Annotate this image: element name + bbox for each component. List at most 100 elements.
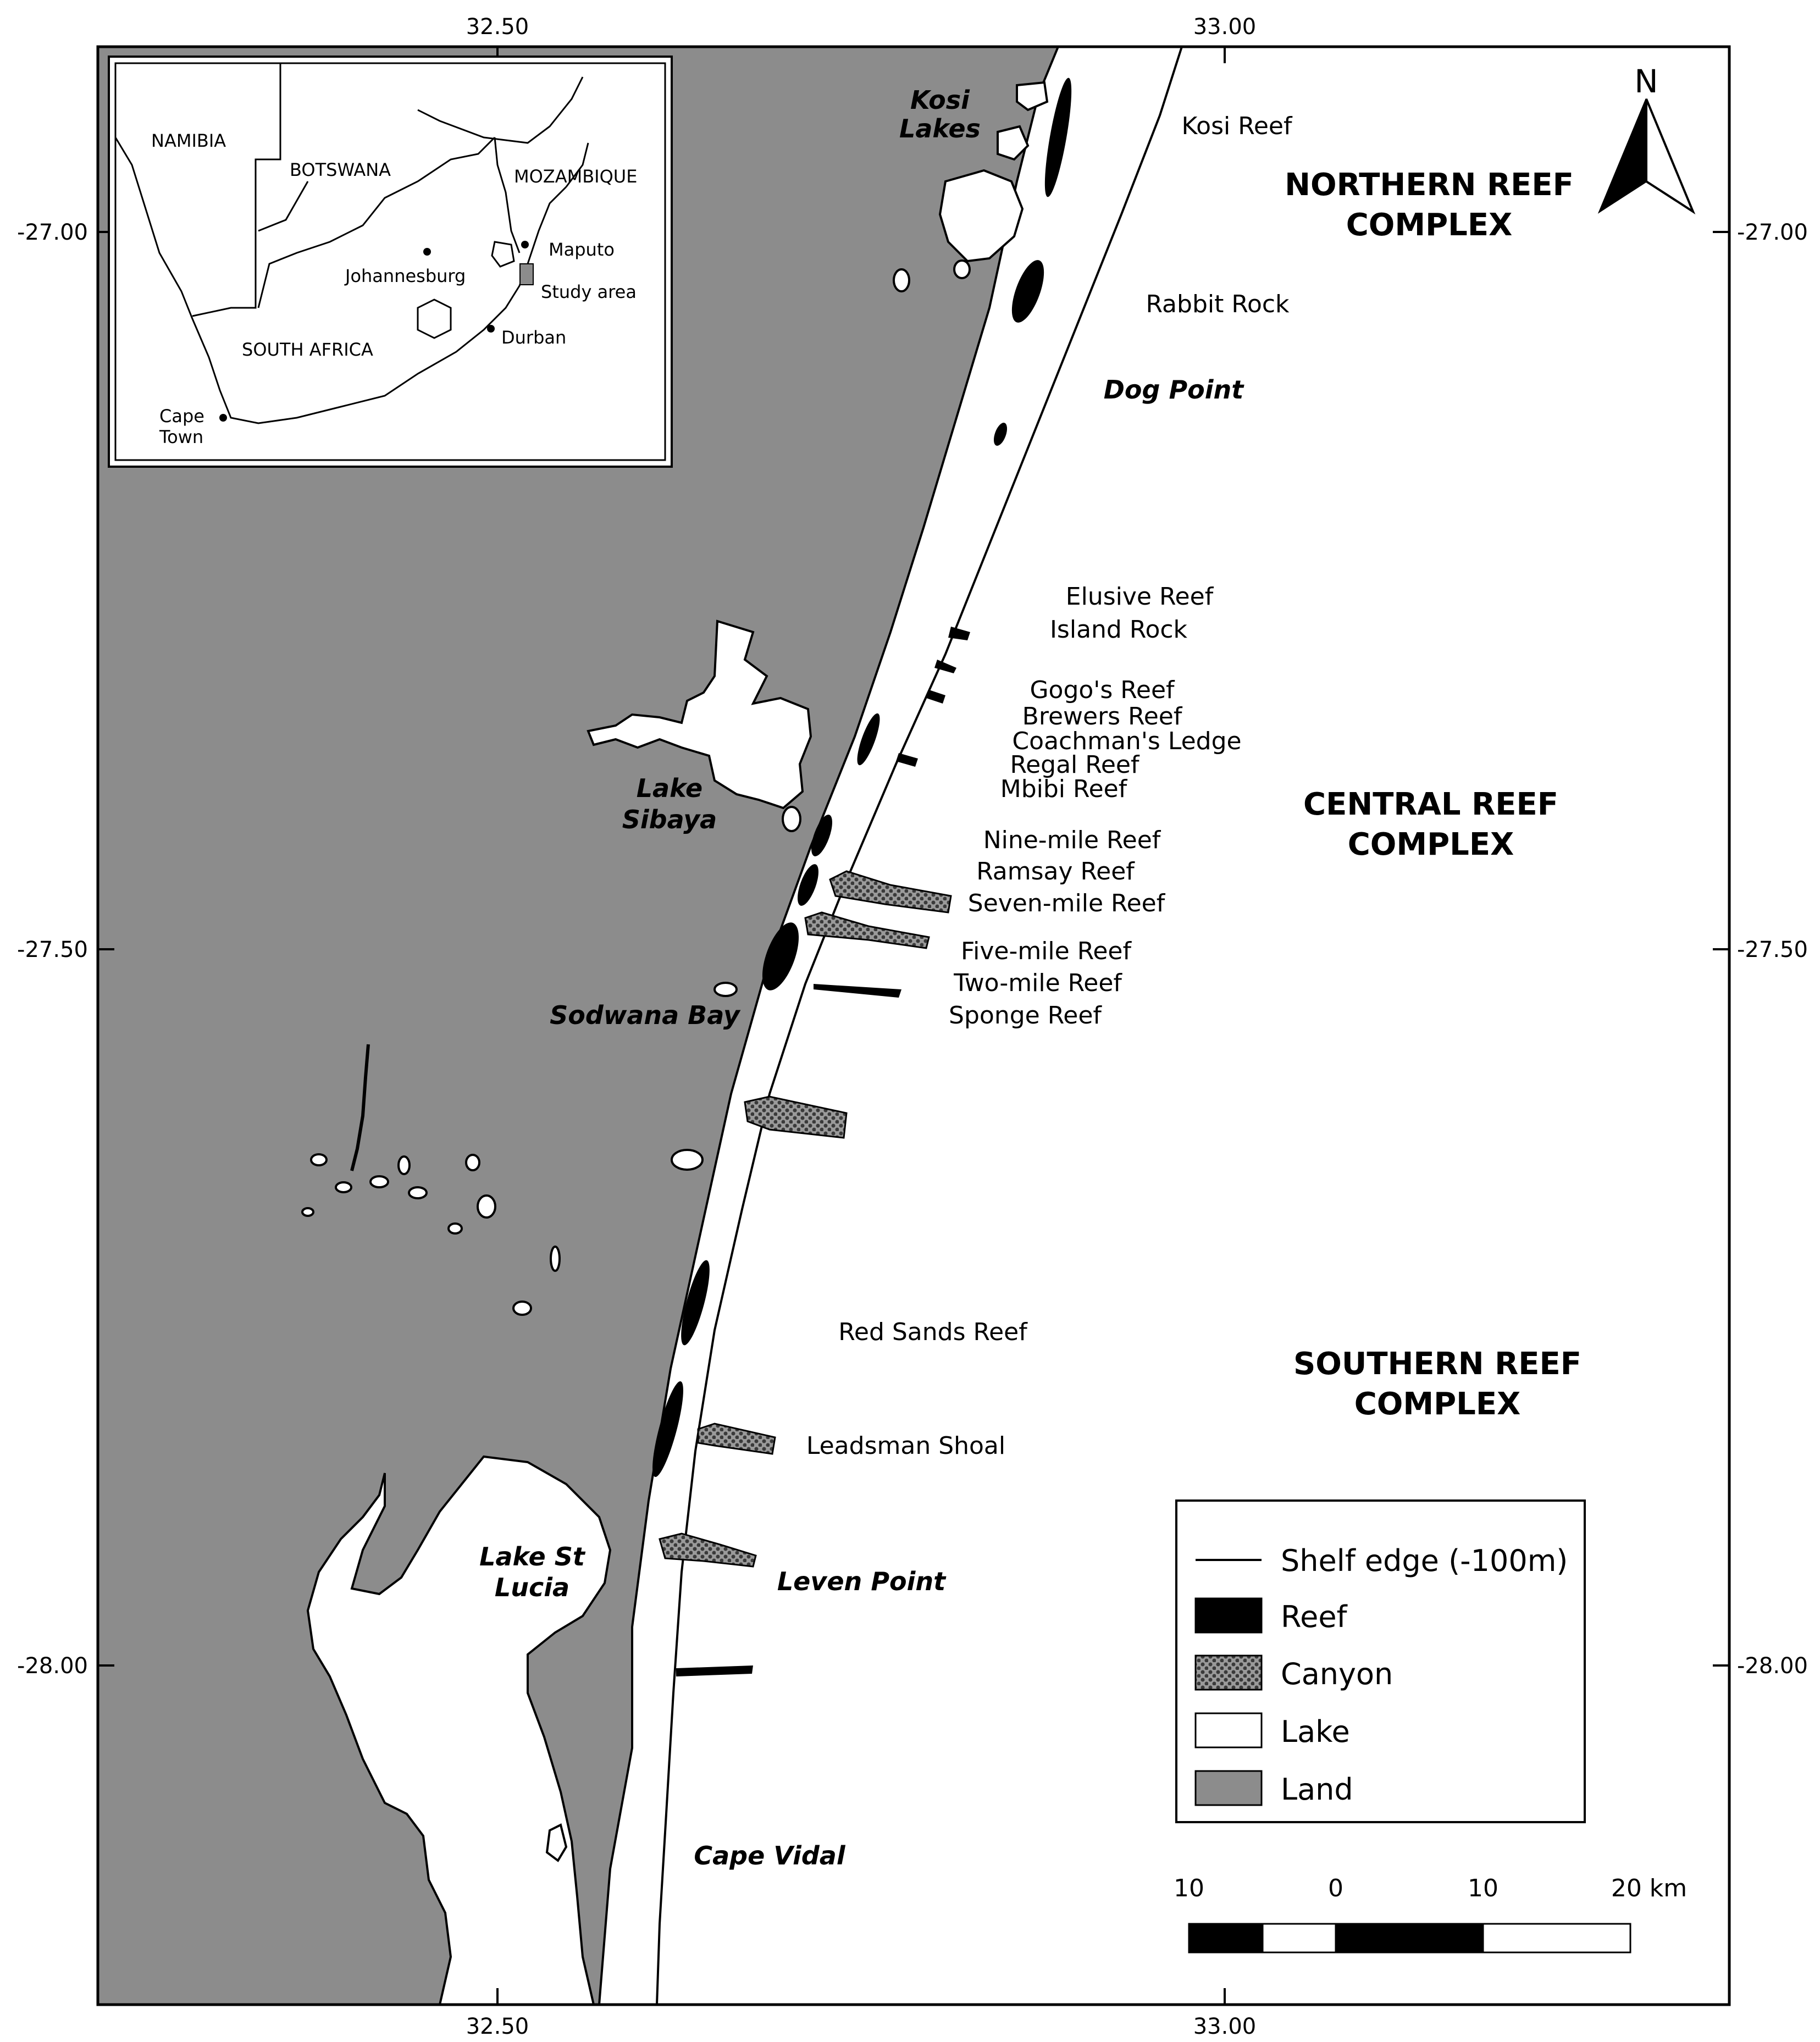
inset-label-botswana: BOTSWANA (290, 159, 391, 180)
inset-label-south-africa: SOUTH AFRICA (242, 339, 373, 360)
canyon-leadsman (697, 1423, 776, 1455)
label-elusive-reef: Elusive Reef (1066, 583, 1214, 611)
inset-label-town: Town (159, 427, 203, 447)
scale-segment-1 (1188, 1923, 1264, 1954)
label-dog-point: Dog Point (1104, 375, 1245, 405)
label-lake-sibaya-line1: Lake (637, 773, 703, 803)
bottom-tick-1: 32.50 (466, 2014, 529, 2039)
inset-label-namibia: NAMIBIA (151, 130, 226, 151)
inset-label-mozambique: MOZAMBIQUE (514, 166, 637, 187)
right-tick-2: -27.50 (1737, 937, 1808, 962)
label-regal-reef: Regal Reef (1010, 751, 1141, 779)
right-tick-3: -28.00 (1737, 1653, 1808, 1679)
tick-marks (98, 47, 1729, 2005)
canyon-leven (659, 1532, 757, 1568)
study-area-marker (519, 263, 534, 285)
label-northern-complex-line2: COMPLEX (1346, 207, 1513, 243)
inland-lakes (301, 259, 971, 1316)
label-kosi-reef: Kosi Reef (1182, 112, 1293, 140)
kosi-lakes-1 (938, 169, 1024, 263)
legend: Shelf edge (-100m) Reef Canyon Lake Land (1175, 1499, 1586, 1823)
inset-label-study-area: Study area (541, 281, 637, 302)
axis-labels: 32.50 33.00 32.50 33.00 -27.00 -27.50 -2… (17, 14, 1808, 2039)
canyon-sodwana-south (744, 1095, 848, 1139)
shelf-edge-line (656, 47, 1183, 2005)
map-body (98, 47, 1183, 2005)
north-arrow: N (1597, 63, 1696, 215)
top-tick-2: 33.00 (1193, 14, 1257, 40)
city-dot-cape-town (219, 414, 227, 422)
canyons (659, 870, 952, 1568)
left-tick-2: -27.50 (17, 937, 88, 962)
label-southern-complex-line2: COMPLEX (1354, 1386, 1521, 1422)
label-nine-mile-reef: Nine-mile Reef (983, 826, 1161, 854)
inland-lake-river (350, 1044, 370, 1171)
inset-label-durban: Durban (501, 327, 566, 348)
label-seven-mile-reef: Seven-mile Reef (968, 889, 1166, 917)
label-cape-vidal: Cape Vidal (694, 1841, 845, 1871)
legend-swatch-land (1194, 1770, 1263, 1806)
label-sodwana-bay: Sodwana Bay (550, 1000, 741, 1030)
lake-small-1 (545, 1823, 568, 1862)
legend-swatch-canyon (1194, 1654, 1263, 1691)
label-rabbit-rock: Rabbit Rock (1146, 290, 1290, 318)
label-mbibi-reef: Mbibi Reef (1000, 775, 1128, 803)
scale-label-10-right: 10 (1468, 1874, 1498, 1902)
city-dot-johannesburg (423, 248, 431, 256)
right-tick-1: -27.00 (1737, 220, 1808, 245)
top-tick-1: 32.50 (466, 14, 529, 40)
lake-sibaya (587, 619, 812, 810)
label-gogos-reef: Gogo's Reef (1030, 676, 1175, 704)
canyon-seven-mile (829, 870, 952, 914)
north-arrow-label: N (1634, 63, 1658, 100)
label-southern-complex-line1: SOUTHERN REEF (1293, 1346, 1581, 1382)
label-central-complex-line1: CENTRAL REEF (1303, 787, 1558, 822)
scale-segment-3 (1335, 1923, 1484, 1954)
label-lake-sibaya-line2: Sibaya (622, 805, 717, 834)
label-ramsay-reef: Ramsay Reef (976, 857, 1135, 886)
reefs (652, 78, 1072, 1676)
label-coachmans-ledge: Coachman's Ledge (1012, 727, 1241, 755)
inset-label-cape: Cape (159, 406, 204, 427)
map-frame (96, 45, 1731, 2006)
inset-label-maputo: Maputo (549, 239, 615, 260)
inset-frame-inner (114, 62, 666, 461)
label-red-sands-reef: Red Sands Reef (838, 1318, 1028, 1346)
kosi-lakes-2 (997, 125, 1030, 161)
inset-map: NAMIBIA BOTSWANA MOZAMBIQUE SOUTH AFRICA… (108, 56, 673, 468)
lake-st-lucia (306, 1455, 612, 2005)
city-dot-maputo (521, 241, 529, 248)
label-island-rock: Island Rock (1050, 616, 1188, 644)
label-northern-complex-line1: NORTHERN REEF (1285, 167, 1574, 203)
city-dot-durban (487, 325, 495, 333)
label-five-mile-reef: Five-mile Reef (961, 937, 1132, 965)
legend-swatch-reef (1194, 1597, 1263, 1634)
legend-label-reef: Reef (1281, 1600, 1348, 1634)
label-sponge-reef: Sponge Reef (949, 1001, 1102, 1030)
label-lake-st-lucia-line2: Lucia (495, 1573, 569, 1602)
scale-segment-4 (1482, 1923, 1631, 1954)
left-tick-3: -28.00 (17, 1653, 88, 1679)
reef-labels: Kosi Reef Rabbit Rock Elusive Reef Islan… (806, 112, 1293, 1460)
bottom-tick-2: 33.00 (1193, 2014, 1257, 2039)
label-leadsman-shoal: Leadsman Shoal (806, 1432, 1005, 1460)
legend-swatch-lake (1194, 1712, 1263, 1748)
label-lake-st-lucia-line1: Lake St (479, 1542, 586, 1571)
scale-label-0: 0 (1328, 1874, 1343, 1902)
legend-label-land: Land (1281, 1772, 1353, 1807)
scale-label-10-left: 10 (1174, 1874, 1204, 1902)
scale-bar: 10 0 10 20 km (1174, 1874, 1687, 1954)
label-kosi-lakes-line2: Lakes (899, 114, 981, 143)
legend-label-lake: Lake (1281, 1714, 1350, 1749)
left-tick-1: -27.00 (17, 220, 88, 245)
legend-label-shelf-edge: Shelf edge (-100m) (1281, 1543, 1568, 1578)
label-leven-point: Leven Point (777, 1567, 947, 1596)
scale-label-20km: 20 km (1611, 1874, 1687, 1902)
label-central-complex-line2: COMPLEX (1348, 827, 1514, 862)
legend-label-canyon: Canyon (1281, 1657, 1393, 1691)
complex-labels: NORTHERN REEF COMPLEX CENTRAL REEF COMPL… (1285, 167, 1581, 1422)
inset-label-johannesburg: Johannesburg (344, 265, 466, 286)
place-labels: Kosi Lakes Dog Point Lake Sibaya Sodwana… (479, 85, 1244, 1871)
scale-segment-2 (1262, 1923, 1337, 1954)
